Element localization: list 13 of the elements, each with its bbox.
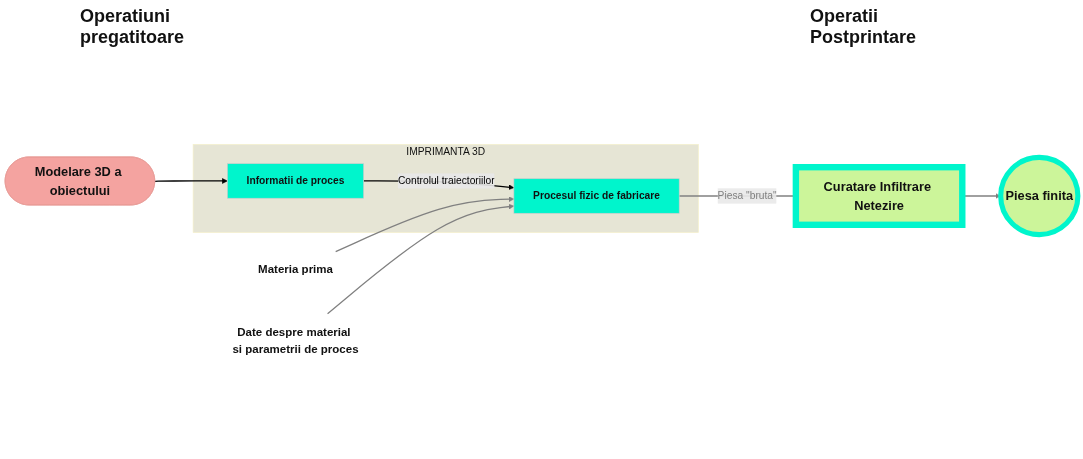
section-heading: Operatiuni pregatitoare xyxy=(80,6,186,48)
arrow xyxy=(326,203,515,315)
arrow xyxy=(335,196,515,253)
node-box: Curatare Infiltrare Netezire xyxy=(792,164,966,228)
node-text: Materia prima xyxy=(258,263,333,276)
node-box: Procesul fizic de fabricare xyxy=(513,178,680,214)
arrow xyxy=(154,178,228,184)
node-box: Informatii de proces xyxy=(227,163,364,199)
edge-label: Controlul traiectoriilor xyxy=(397,175,495,187)
node-text: Date despre material si parametrii de proces xyxy=(232,325,359,356)
node-circle: Piesa finita xyxy=(998,154,1081,238)
edge-label: Piesa "bruta" xyxy=(717,190,777,202)
section-heading: Operatii Postprintare xyxy=(810,6,918,48)
